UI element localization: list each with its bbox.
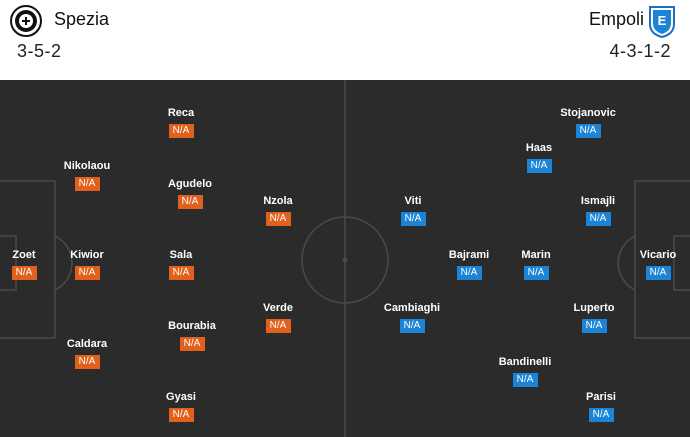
player-rating-badge: N/A (179, 337, 205, 351)
player-name: Marin (521, 249, 551, 261)
player-name: Caldara (66, 338, 108, 350)
player-name: Gyasi (166, 391, 196, 403)
player-rating-badge: N/A (523, 266, 549, 280)
pitch-markings (0, 80, 690, 437)
player-cambiaghi[interactable]: Cambiaghi N/A (362, 301, 462, 333)
player-rating-badge: N/A (74, 355, 100, 369)
player-caldara[interactable]: Caldara N/A (37, 337, 137, 369)
player-rating-badge: N/A (168, 408, 194, 422)
player-name: Parisi (586, 391, 616, 403)
player-rating-badge: N/A (265, 212, 291, 226)
player-name: Stojanovic (560, 107, 616, 119)
player-rating-badge: N/A (400, 212, 426, 226)
player-name: Zoet (12, 249, 36, 261)
player-nzola[interactable]: Nzola N/A (228, 194, 328, 226)
player-vicario[interactable]: Vicario N/A (608, 248, 690, 280)
player-haas[interactable]: Haas N/A (489, 141, 589, 173)
player-reca[interactable]: Reca N/A (131, 106, 231, 138)
player-rating-badge: N/A (526, 159, 552, 173)
svg-text:E: E (658, 13, 667, 28)
player-rating-badge: N/A (168, 266, 194, 280)
player-zoet[interactable]: Zoet N/A (0, 248, 74, 280)
player-name: Vicario (639, 249, 677, 261)
player-ismajli[interactable]: Ismajli N/A (548, 194, 648, 226)
player-nikolaou[interactable]: Nikolaou N/A (37, 159, 137, 191)
spezia-crest-icon (9, 4, 43, 43)
player-name: Nzola (263, 195, 293, 207)
player-rating-badge: N/A (177, 195, 203, 209)
player-name: Kiwior (70, 249, 104, 261)
player-gyasi[interactable]: Gyasi N/A (131, 390, 231, 422)
player-rating-badge: N/A (399, 319, 425, 333)
player-rating-badge: N/A (645, 266, 671, 280)
player-parisi[interactable]: Parisi N/A (551, 390, 651, 422)
player-name: Bandinelli (498, 356, 552, 368)
player-sala[interactable]: Sala N/A (131, 248, 231, 280)
home-team-name[interactable]: Spezia (54, 9, 110, 29)
player-rating-badge: N/A (11, 266, 37, 280)
away-formation: 4-3-1-2 (609, 41, 671, 61)
player-rating-badge: N/A (581, 319, 607, 333)
player-rating-badge: N/A (74, 266, 100, 280)
player-name: Luperto (573, 302, 615, 314)
player-luperto[interactable]: Luperto N/A (544, 301, 644, 333)
pitch: Zoet N/A Nikolaou N/A Kiwior N/A Caldara… (0, 80, 690, 437)
player-name: Nikolaou (63, 160, 111, 172)
player-marin[interactable]: Marin N/A (486, 248, 586, 280)
player-name: Ismajli (580, 195, 616, 207)
player-rating-badge: N/A (168, 124, 194, 138)
player-rating-badge: N/A (588, 408, 614, 422)
player-verde[interactable]: Verde N/A (228, 301, 328, 333)
player-name: Verde (263, 302, 293, 314)
player-viti[interactable]: Viti N/A (363, 194, 463, 226)
player-stojanovic[interactable]: Stojanovic N/A (538, 106, 638, 138)
player-name: Bourabia (168, 320, 216, 332)
player-rating-badge: N/A (585, 212, 611, 226)
player-name: Viti (404, 195, 422, 207)
player-bajrami[interactable]: Bajrami N/A (419, 248, 519, 280)
player-name: Bajrami (448, 249, 490, 261)
player-kiwior[interactable]: Kiwior N/A (37, 248, 137, 280)
player-bourabia[interactable]: Bourabia N/A (142, 319, 242, 351)
away-team-name[interactable]: Empoli (588, 9, 644, 29)
home-formation: 3-5-2 (17, 41, 62, 61)
player-rating-badge: N/A (74, 177, 100, 191)
lineup-header: Spezia 3-5-2 Empoli E 4-3-1-2 (0, 0, 690, 80)
player-name: Reca (167, 107, 195, 119)
player-rating-badge: N/A (265, 319, 291, 333)
player-rating-badge: N/A (512, 373, 538, 387)
player-name: Haas (525, 142, 553, 154)
player-name: Sala (169, 249, 193, 261)
player-rating-badge: N/A (575, 124, 601, 138)
empoli-crest-icon: E (649, 4, 675, 43)
player-name: Agudelo (168, 178, 212, 190)
player-name: Cambiaghi (383, 302, 441, 314)
player-agudelo[interactable]: Agudelo N/A (140, 177, 240, 209)
player-rating-badge: N/A (456, 266, 482, 280)
player-bandinelli[interactable]: Bandinelli N/A (475, 355, 575, 387)
